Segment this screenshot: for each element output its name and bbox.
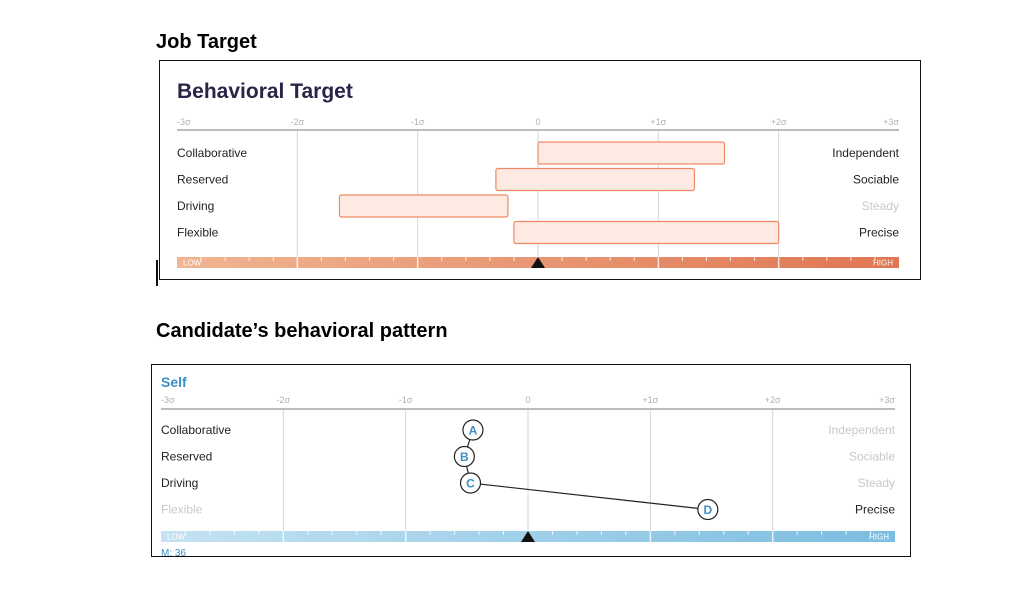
target-range-bar — [537, 141, 726, 165]
row-left-label: Flexible — [161, 503, 203, 517]
row-left-label: Reserved — [177, 173, 228, 187]
scale-marker — [531, 257, 545, 268]
data-point — [462, 419, 484, 441]
scale-marker — [521, 531, 535, 542]
x-tick-label: +3σ — [879, 395, 895, 405]
target-range-bar — [513, 220, 780, 245]
x-tick-label: -2σ — [291, 117, 305, 127]
x-tick-label: +1σ — [642, 395, 658, 405]
data-point-label: C — [466, 477, 475, 491]
x-tick-label: -3σ — [161, 395, 175, 405]
row-left-label: Flexible — [177, 226, 219, 240]
data-point — [697, 498, 719, 521]
row-right-label: Steady — [862, 199, 899, 213]
x-tick-label: -1σ — [399, 395, 413, 405]
scale-low-label: LOW — [183, 259, 202, 268]
pattern-line — [463, 429, 708, 511]
target-range-bar — [495, 167, 696, 192]
data-point-label: D — [703, 503, 712, 517]
data-point-label: B — [460, 450, 469, 464]
row-right-label: Independent — [832, 146, 899, 160]
target-range-bar — [338, 194, 509, 218]
candidate-heading: Candidate’s behavioral pattern — [156, 320, 448, 342]
x-tick-label: 0 — [535, 117, 540, 127]
data-point — [459, 472, 482, 494]
x-tick-label: +2σ — [771, 117, 787, 127]
row-left-label: Driving — [161, 476, 198, 490]
data-point-label: A — [469, 424, 478, 438]
scale-low-label: LOW — [167, 533, 186, 542]
row-right-label: Steady — [858, 476, 895, 490]
row-left-label: Collaborative — [161, 423, 231, 437]
scale-high-label: HIGH — [869, 533, 889, 542]
data-point — [453, 445, 475, 468]
x-tick-label: +1σ — [650, 117, 666, 127]
row-right-label: Precise — [859, 226, 899, 240]
chart-title: Behavioral Target — [177, 80, 353, 103]
row-left-label: Driving — [177, 199, 214, 213]
x-tick-label: 0 — [525, 395, 530, 405]
row-right-label: Sociable — [849, 450, 895, 464]
row-right-label: Independent — [828, 423, 895, 437]
x-tick-label: -2σ — [277, 395, 291, 405]
scale-high-label: HIGH — [873, 259, 893, 268]
x-tick-label: +3σ — [883, 117, 899, 127]
x-tick-label: -3σ — [177, 117, 191, 127]
text-cursor — [156, 260, 158, 286]
chart-title: Self — [161, 374, 187, 390]
row-right-label: Sociable — [853, 173, 899, 187]
footer-label: M: 36 — [161, 548, 186, 558]
job-target-heading: Job Target — [156, 31, 257, 53]
row-right-label: Precise — [855, 503, 895, 517]
behavioral-target-chart: Behavioral Target -3σ -2σ -1σ 0 +1σ +2σ +3σColl… — [177, 80, 900, 268]
row-left-label: Reserved — [161, 450, 212, 464]
x-tick-label: +2σ — [765, 395, 781, 405]
x-tick-label: -1σ — [411, 117, 425, 127]
row-left-label: Collaborative — [177, 146, 247, 160]
